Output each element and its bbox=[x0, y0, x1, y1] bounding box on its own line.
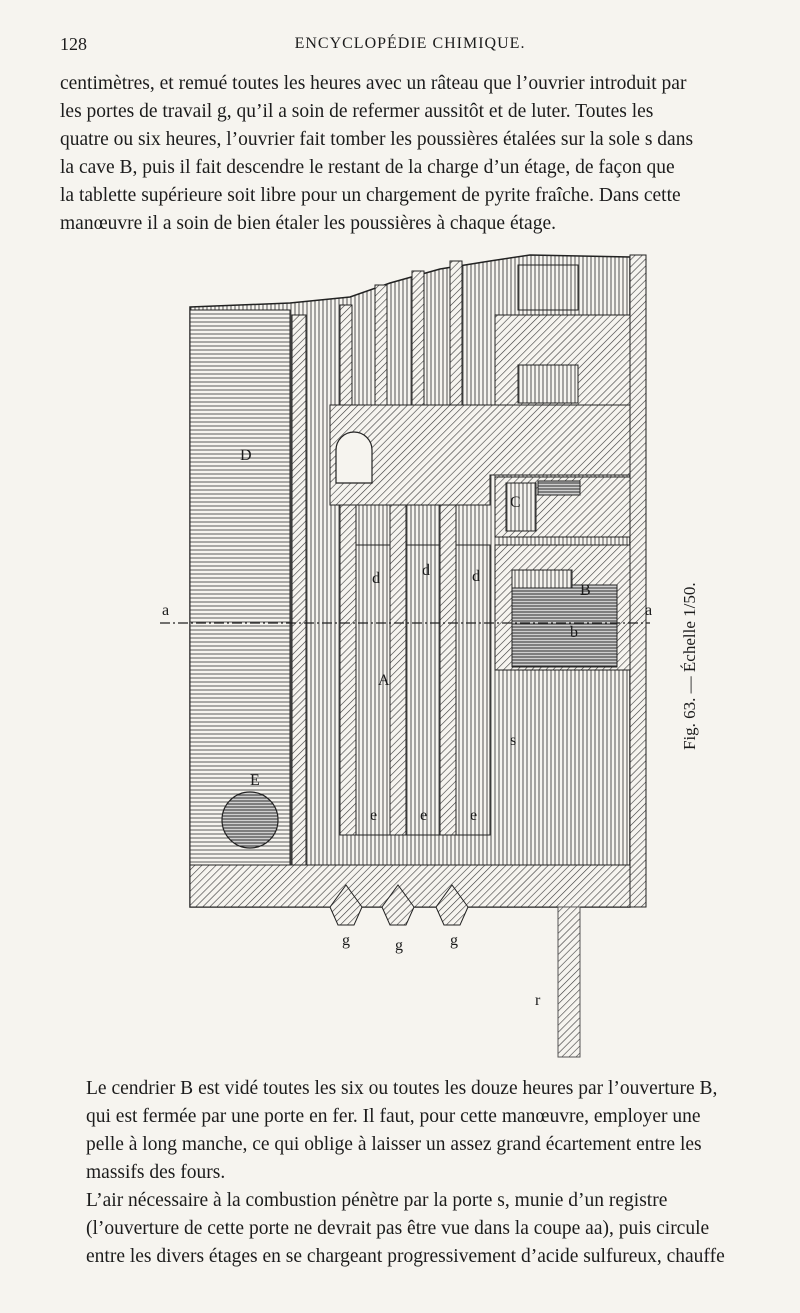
ground-below bbox=[557, 906, 581, 1058]
text-line: Le cendrier B est vidé toutes les six ou… bbox=[86, 1078, 718, 1099]
text-line: la tablette supérieure soit libre pour u… bbox=[60, 185, 681, 206]
label-d-2: d bbox=[422, 562, 430, 579]
cell-b-door bbox=[511, 569, 573, 589]
text-line: quatre ou six heures, l’ouvrier fait tom… bbox=[60, 129, 694, 150]
furnace-drawing: D A C B E a a b s d d d e e e g g g r bbox=[160, 254, 652, 1058]
label-c: C bbox=[510, 494, 521, 511]
text-line: qui est fermée par une porte en fer. Il … bbox=[86, 1106, 701, 1127]
label-r: r bbox=[535, 992, 541, 1009]
opening-e bbox=[221, 791, 279, 849]
label-e-1: e bbox=[370, 807, 377, 824]
label-d-1: d bbox=[372, 570, 380, 587]
text-line: pelle à long manche, ce qui oblige à lai… bbox=[86, 1134, 702, 1155]
page-header: 128 ENCYCLOPÉDIE CHIMIQUE. bbox=[60, 34, 760, 56]
furnace-section-figure: D A C B E a a b s d d d e e e g g g r bbox=[150, 245, 710, 1065]
paragraph-3: L’air nécessaire à la combustion pénètre… bbox=[60, 1187, 768, 1271]
label-d: D bbox=[240, 447, 252, 464]
label-a-right: a bbox=[645, 602, 652, 619]
grate bbox=[537, 480, 581, 496]
label-a-left: a bbox=[162, 602, 169, 619]
text-line: entre les divers étages en se chargeant … bbox=[86, 1246, 725, 1267]
upper-cell bbox=[517, 264, 579, 311]
figure-caption: Fig. 63. — Échelle 1/50. bbox=[672, 560, 732, 760]
label-s: s bbox=[510, 732, 516, 749]
hatched-column bbox=[291, 314, 307, 868]
label-a-upper: A bbox=[378, 672, 390, 689]
page-number: 128 bbox=[60, 34, 87, 54]
text-line: la cave B, puis il fait descendre le res… bbox=[60, 157, 675, 178]
text-line: les portes de travail g, qu’il a soin de… bbox=[60, 101, 654, 122]
furnace-shafts bbox=[339, 504, 491, 836]
upper-cell-2 bbox=[517, 364, 579, 404]
cell-c-inner bbox=[505, 482, 537, 532]
top-shafts bbox=[339, 260, 463, 406]
paragraph-2: Le cendrier B est vidé toutes les six ou… bbox=[60, 1075, 768, 1187]
text-line: L’air nécessaire à la combustion pénètre… bbox=[86, 1190, 668, 1211]
label-b-lower: b bbox=[570, 624, 578, 641]
label-e-2: e bbox=[420, 807, 427, 824]
label-g-2: g bbox=[395, 937, 403, 954]
text-line: (l’ouverture de cette porte ne devrait p… bbox=[86, 1218, 710, 1239]
label-e-3: e bbox=[470, 807, 477, 824]
text-line: massifs des fours. bbox=[86, 1162, 226, 1183]
work-doors bbox=[329, 884, 469, 926]
text-line: centimètres, et remué toutes les heures … bbox=[60, 73, 687, 94]
text-line: manœuvre il a soin de bien étaler les po… bbox=[60, 213, 556, 234]
cell-b bbox=[511, 584, 618, 668]
running-title: ENCYCLOPÉDIE CHIMIQUE. bbox=[294, 35, 526, 52]
label-g-1: g bbox=[342, 932, 350, 949]
wall-d bbox=[189, 309, 291, 866]
label-d-3: d bbox=[472, 568, 480, 585]
label-e: E bbox=[250, 772, 260, 789]
arch-a bbox=[335, 431, 373, 484]
base bbox=[189, 864, 631, 908]
ground-right bbox=[629, 254, 647, 908]
paragraph-1: centimètres, et remué toutes les heures … bbox=[60, 70, 768, 238]
label-b: B bbox=[580, 582, 591, 599]
caption-text: Fig. 63. — Échelle 1/50. bbox=[680, 582, 699, 750]
label-g-3: g bbox=[450, 932, 458, 949]
